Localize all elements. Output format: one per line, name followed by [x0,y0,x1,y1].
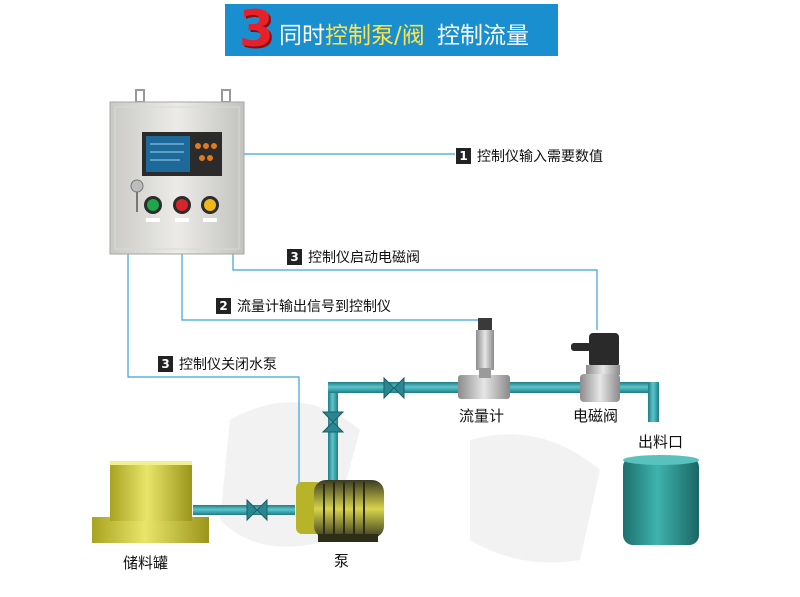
yellow-lamp-icon [204,199,216,211]
solenoid-valve [571,333,620,402]
background-shadows [220,402,600,563]
title-highlight: 控制泵/阀 [325,23,425,49]
pipe-outlet-drop [648,382,659,422]
callout-badge: 3 [158,356,173,372]
callout-badge: 3 [287,249,302,265]
green-lamp-icon [147,199,159,211]
main-valve-icon [383,376,405,400]
outlet-tank [623,455,699,545]
tank-valve-icon [246,498,268,522]
callout-stop-pump: 3 控制仪关闭水泵 [158,354,277,374]
callout-text: 控制仪输入需要数值 [477,149,603,165]
outlet-label: 出料口 [638,433,684,451]
step-number: 3 [239,0,274,58]
controller-key-icon [207,155,213,161]
controller-key-icon [203,143,209,149]
controller-key-icon [211,143,217,149]
signal-line-valve [232,253,598,330]
signal-lines [127,153,598,487]
tank-label: 储料罐 [123,554,169,572]
callout-start-valve: 3 控制仪启动电磁阀 [287,247,420,267]
pipe-riser [328,385,338,495]
controller-screen [146,136,190,172]
signal-line-pump [127,253,300,487]
pump-label: 泵 [334,552,350,570]
callout-input-value: 1 控制仪输入需要数值 [456,146,603,166]
flowmeter-label: 流量计 [459,407,505,425]
callout-badge: 2 [216,298,231,314]
storage-tank [92,461,209,543]
callout-text: 控制仪启动电磁阀 [308,250,420,266]
key-switch-icon [130,179,144,193]
controller-key-icon [199,155,205,161]
callout-text: 控制仪关闭水泵 [179,357,277,373]
callout-flow-signal: 2 流量计输出信号到控制仪 [216,296,391,316]
callout-badge: 1 [456,148,471,164]
title-banner: 3 同时 控制泵/阀 控制流量 [225,0,558,58]
riser-valve-icon [321,411,345,433]
controller-key-icon [195,143,201,149]
signal-line-flowmeter [181,253,484,321]
red-lamp-icon [176,199,188,211]
title-part2: 控制流量 [437,23,529,49]
pump [296,480,384,542]
callout-text: 流量计输出信号到控制仪 [237,299,391,315]
flowmeter [458,318,510,399]
title-part1: 同时 [279,23,325,49]
inline-valves [246,376,405,522]
solenoid-valve-label: 电磁阀 [573,407,619,425]
control-cabinet [109,89,245,255]
pipe-tank-to-pump [193,505,295,515]
